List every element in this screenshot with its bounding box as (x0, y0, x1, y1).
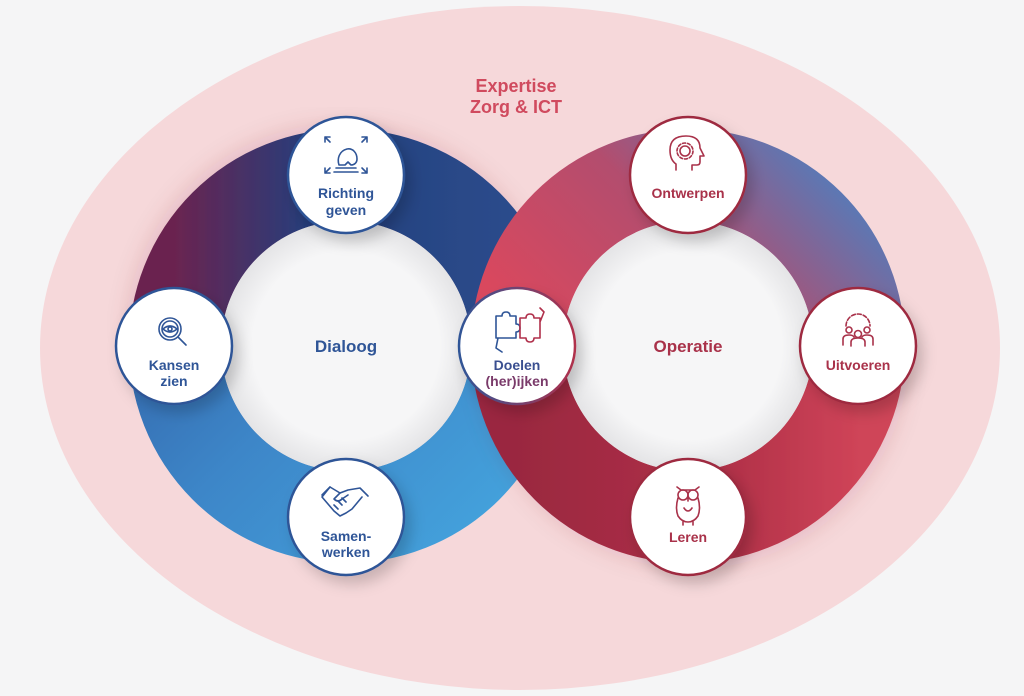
header-line1: Expertise (475, 76, 556, 96)
node-uitvoeren[interactable]: Uitvoeren (798, 286, 918, 406)
node-samenwerken[interactable]: Samen- werken (286, 457, 406, 577)
node-leren[interactable]: Leren (628, 457, 748, 577)
node-label-line1: Samen- (321, 528, 372, 544)
node-label-line1: Leren (669, 529, 707, 545)
loop-left-inner (221, 221, 471, 471)
node-ontwerpen[interactable]: Ontwerpen (628, 115, 748, 235)
node-kansen-zien[interactable]: Kansen zien (114, 286, 234, 406)
node-label-line2: zien (160, 373, 187, 389)
node-label-line2: (her)ijken (485, 373, 548, 389)
magnifier-eye-icon (158, 317, 187, 346)
loop-right-label: Operatie (654, 337, 723, 356)
node-doelen-herijken[interactable]: Doelen (her)ijken (457, 286, 577, 406)
node-label-line1: Uitvoeren (826, 357, 891, 373)
node-label-line1: Kansen (149, 357, 200, 373)
handshake-icon (321, 486, 369, 517)
team-gear-icon (842, 313, 874, 347)
header-line2: Zorg & ICT (470, 97, 562, 117)
node-label-line1: Richting (318, 185, 374, 201)
node-label-line2: geven (326, 202, 366, 218)
head-gear-icon (669, 135, 705, 171)
node-label-line1: Doelen (494, 357, 541, 373)
chess-knight-icon (324, 136, 368, 174)
puzzle-hands-icon (495, 307, 545, 353)
owl-icon (675, 486, 701, 526)
loop-right-inner (563, 221, 813, 471)
node-label-line2: werken (321, 544, 370, 560)
loop-left-label: Dialoog (315, 337, 377, 356)
node-richting-geven[interactable]: Richting geven (286, 115, 406, 235)
node-label-line1: Ontwerpen (651, 185, 724, 201)
